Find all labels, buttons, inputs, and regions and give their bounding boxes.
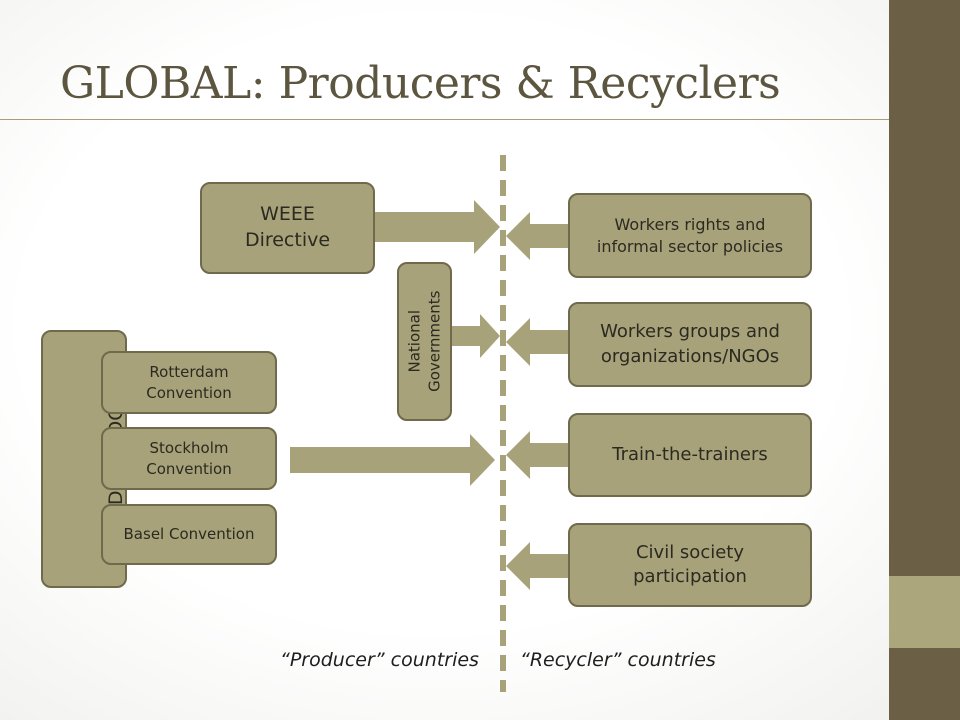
basel-convention-label: Basel Convention [123, 525, 255, 544]
stockholm-convention-label: Stockholm Convention [146, 439, 232, 478]
arrow-national-gov [452, 314, 500, 358]
decorative-sidebar-accent [889, 576, 960, 648]
arrow-conventions [290, 434, 495, 486]
arrow-weee [374, 200, 500, 254]
workers-rights-box: Workers rights and informal sector polic… [568, 193, 812, 278]
workers-groups-box: Workers groups and organizations/NGOs [568, 302, 812, 387]
train-the-trainers-box: Train-the-trainers [568, 413, 812, 497]
arrow-workers-groups [506, 318, 570, 366]
stockholm-convention-box: Stockholm Convention [101, 427, 277, 490]
workers-groups-label: Workers groups and organizations/NGOs [600, 321, 780, 367]
decorative-sidebar [889, 0, 960, 720]
national-governments-text: National Governments [405, 290, 444, 393]
civil-society-box: Civil society participation [568, 523, 812, 607]
weee-directive-box: WEEE Directive [200, 182, 375, 274]
train-the-trainers-label: Train-the-trainers [612, 443, 768, 465]
producer-countries-caption: “Producer” countries [280, 649, 479, 671]
civil-society-label: Civil society participation [633, 541, 747, 587]
weee-directive-label: WEEE Directive [244, 203, 331, 251]
rotterdam-convention-box: Rotterdam Convention [101, 351, 277, 414]
national-governments-label: National Governments [404, 291, 445, 392]
workers-rights-label: Workers rights and informal sector polic… [596, 214, 784, 256]
title-divider [0, 119, 889, 120]
arrow-civil [506, 542, 570, 590]
recycler-countries-caption: “Recycler” countries [520, 649, 716, 671]
basel-convention-box: Basel Convention [101, 504, 277, 565]
arrow-workers-rights [506, 212, 570, 260]
national-governments-box: National Governments [397, 262, 452, 421]
rotterdam-convention-label: Rotterdam Convention [146, 363, 232, 402]
slide-title: GLOBAL: Producers & Recyclers [60, 58, 781, 109]
arrow-train [506, 431, 570, 479]
